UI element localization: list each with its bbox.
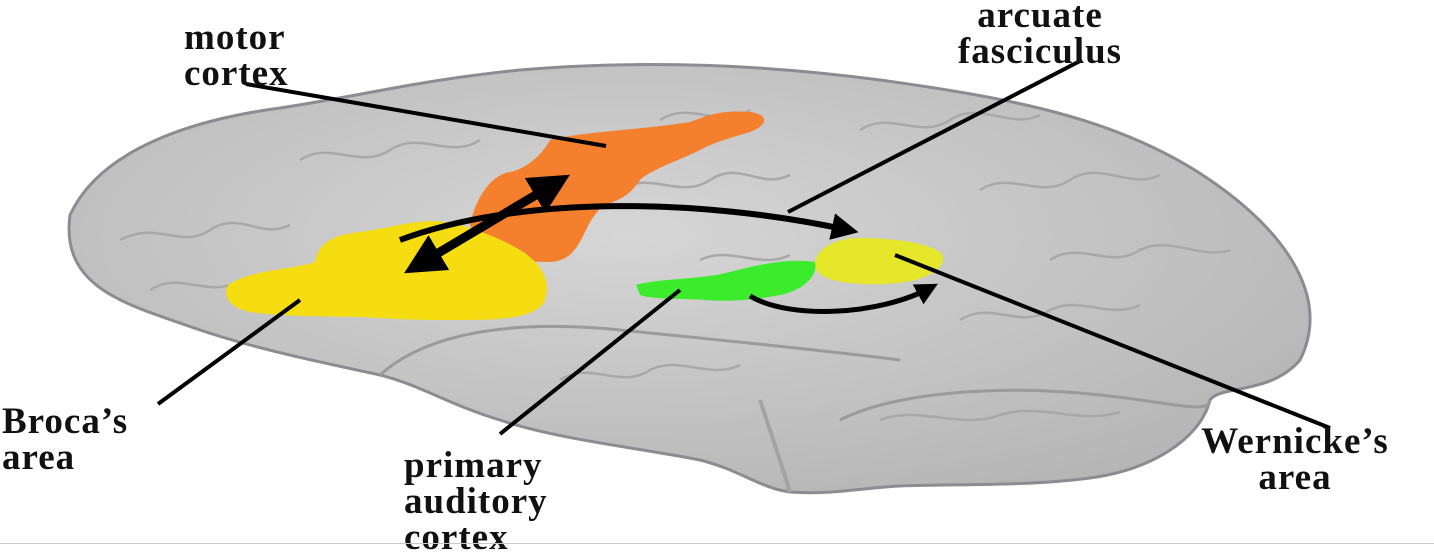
motor-cortex-label: motor cortex xyxy=(184,20,289,92)
arcuate-fasciculus-label-line2: fasciculus xyxy=(890,34,1190,70)
motor-cortex-label-line2: cortex xyxy=(184,56,289,92)
brocas-area-label: Broca’s area xyxy=(2,404,128,476)
brocas-area-label-line1: Broca’s xyxy=(2,404,128,440)
arcuate-fasciculus-label-line1: arcuate xyxy=(890,0,1190,34)
bottom-divider xyxy=(0,543,1434,544)
wernickes-area-label: Wernicke’s area xyxy=(1130,424,1434,496)
auditory-label-line2: auditory xyxy=(404,484,548,520)
auditory-label-line3: cortex xyxy=(404,520,548,556)
wernickes-area-label-line2: area xyxy=(1130,460,1434,496)
brocas-area-label-line2: area xyxy=(2,440,128,476)
primary-auditory-cortex-label: primary auditory cortex xyxy=(404,448,548,556)
auditory-label-line1: primary xyxy=(404,448,548,484)
arcuate-fasciculus-label: arcuate fasciculus xyxy=(890,0,1190,70)
motor-cortex-label-line1: motor xyxy=(184,20,289,56)
wernickes-area-label-line1: Wernicke’s xyxy=(1130,424,1434,460)
